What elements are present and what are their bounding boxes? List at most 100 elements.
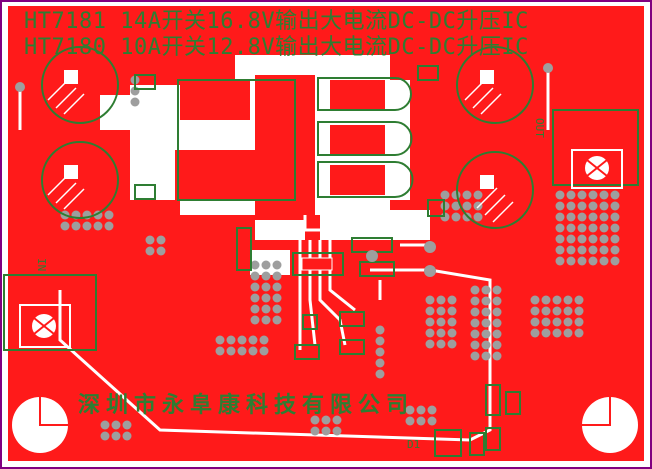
via	[566, 212, 576, 222]
via	[261, 271, 271, 281]
via	[552, 306, 562, 316]
via	[436, 295, 446, 305]
via	[451, 212, 461, 222]
via	[577, 234, 587, 244]
via	[321, 426, 331, 436]
via	[574, 328, 584, 338]
via	[425, 295, 435, 305]
via	[405, 405, 415, 415]
via	[530, 317, 540, 327]
via	[250, 271, 260, 281]
via	[310, 426, 320, 436]
via	[610, 245, 620, 255]
via	[610, 212, 620, 222]
capacitors	[41, 46, 534, 229]
via	[481, 340, 491, 350]
via	[436, 317, 446, 327]
via	[272, 304, 282, 314]
output-connector	[552, 109, 639, 189]
via	[259, 346, 269, 356]
via	[259, 335, 269, 345]
via	[552, 328, 562, 338]
via	[574, 317, 584, 327]
via	[599, 190, 609, 200]
via	[599, 245, 609, 255]
via	[436, 306, 446, 316]
via	[541, 328, 551, 338]
via	[610, 201, 620, 211]
via	[440, 190, 450, 200]
via	[451, 201, 461, 211]
via	[436, 339, 446, 349]
via	[215, 346, 225, 356]
via	[250, 282, 260, 292]
via	[541, 306, 551, 316]
via	[237, 335, 247, 345]
via	[563, 306, 573, 316]
via	[599, 201, 609, 211]
via	[555, 212, 565, 222]
via	[566, 245, 576, 255]
via	[588, 234, 598, 244]
via	[248, 335, 258, 345]
via	[375, 358, 385, 368]
ic-footprint	[292, 252, 344, 276]
input-capacitor-1	[41, 46, 119, 124]
via	[321, 415, 331, 425]
via	[566, 223, 576, 233]
via	[447, 328, 457, 338]
via	[71, 221, 81, 231]
via	[541, 317, 551, 327]
via	[566, 190, 576, 200]
via	[492, 351, 502, 361]
via	[555, 190, 565, 200]
led-label: D1	[407, 438, 420, 451]
via	[272, 293, 282, 303]
via	[226, 335, 236, 345]
via	[481, 307, 491, 317]
output-connector-label: OUT	[533, 118, 546, 138]
via	[425, 317, 435, 327]
input-capacitor-2	[41, 141, 119, 219]
via	[555, 245, 565, 255]
via	[226, 346, 236, 356]
via	[566, 234, 576, 244]
input-connector	[3, 274, 97, 351]
via	[566, 201, 576, 211]
via	[82, 221, 92, 231]
via	[60, 221, 70, 231]
via	[462, 201, 472, 211]
via	[470, 307, 480, 317]
via-fields	[60, 75, 620, 441]
via	[470, 329, 480, 339]
via	[310, 415, 320, 425]
via	[555, 256, 565, 266]
via	[250, 260, 260, 270]
via	[122, 420, 132, 430]
via	[473, 190, 483, 200]
via	[610, 234, 620, 244]
via	[492, 307, 502, 317]
via	[492, 318, 502, 328]
via	[93, 221, 103, 231]
via	[261, 282, 271, 292]
via	[156, 235, 166, 245]
via	[237, 346, 247, 356]
via	[272, 260, 282, 270]
via	[145, 235, 155, 245]
via	[250, 315, 260, 325]
via	[566, 256, 576, 266]
via	[332, 415, 342, 425]
via	[272, 271, 282, 281]
via	[492, 285, 502, 295]
via	[470, 351, 480, 361]
via	[130, 97, 140, 107]
via	[599, 212, 609, 222]
via	[481, 351, 491, 361]
via	[481, 285, 491, 295]
via	[574, 306, 584, 316]
via	[530, 306, 540, 316]
via	[470, 296, 480, 306]
via	[588, 201, 598, 211]
